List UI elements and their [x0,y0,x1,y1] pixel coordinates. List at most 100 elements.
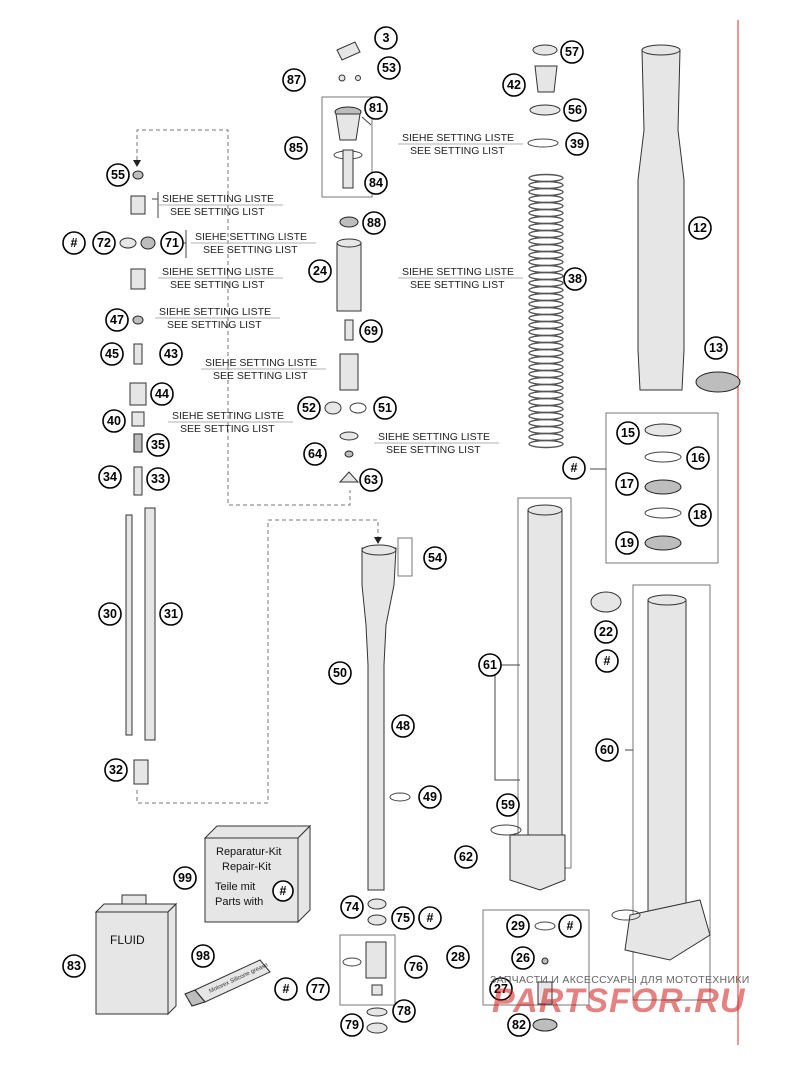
callout-3: 3 [374,26,398,50]
svg-text:75: 75 [396,911,410,925]
svg-text:77: 77 [311,982,325,996]
bushings-frame [605,412,719,564]
repair-kit-line3: Teile mit [215,881,255,893]
callout-29: 29 [506,914,530,938]
spring-coil [528,313,564,323]
spring-coil [528,194,564,204]
svg-text:51: 51 [378,401,392,415]
svg-text:82: 82 [512,1018,526,1032]
spring-coil [528,208,564,218]
part-85-valve [335,113,361,141]
cartridge-frame [321,96,373,198]
callout-19: 19 [615,531,639,555]
spring-coil [528,236,564,246]
svg-text:85: 85 [289,141,303,155]
callout-35: 35 [146,433,170,457]
spring-coil [528,418,564,428]
svg-text:42: 42 [507,78,521,92]
callout-44: 44 [150,382,174,406]
svg-text:99: 99 [178,871,192,885]
repair-kit-line2: Repair-Kit [222,861,271,873]
callout-53: 53 [377,56,401,80]
callout-57: 57 [560,40,584,64]
svg-text:29: 29 [511,919,525,933]
spring-coil [528,376,564,386]
setting-note-en: SEE SETTING LIST [167,319,262,331]
assembly-guide-lower [136,519,379,804]
callout-55: 55 [106,163,130,187]
svg-text:18: 18 [693,508,707,522]
svg-text:45: 45 [105,347,119,361]
svg-text:71: 71 [165,236,179,250]
spring-coil [528,229,564,239]
part-30-rod [125,514,133,736]
spring-coil [528,222,564,232]
svg-text:33: 33 [151,472,165,486]
svg-text:#: # [283,982,290,996]
spring-coil [528,271,564,281]
svg-text:3: 3 [383,31,390,45]
callout-33: 33 [146,467,170,491]
spring-coil [528,348,564,358]
svg-text:50: 50 [333,666,347,680]
svg-text:72: 72 [97,236,111,250]
callout-16: 16 [686,446,710,470]
callout-hash: # [62,231,86,255]
callout-40: 40 [102,409,126,433]
spring-coil [528,383,564,393]
svg-text:#: # [280,884,287,898]
callout-85: 85 [284,136,308,160]
part-24-cylinder [336,242,362,312]
repair-kit-line1: Reparatur-Kit [216,846,281,858]
svg-text:76: 76 [409,960,423,974]
svg-text:47: 47 [110,313,124,327]
callout-hash: # [274,977,298,1001]
callout-77: 77 [306,977,330,1001]
spring-coil [528,334,564,344]
setting-note-en: SEE SETTING LIST [170,279,265,291]
repair-kit-line4: Parts with [215,896,263,908]
svg-text:48: 48 [396,719,410,733]
callout-31: 31 [159,602,183,626]
svg-text:43: 43 [164,347,178,361]
svg-text:74: 74 [345,900,359,914]
callout-43: 43 [159,342,183,366]
setting-note-de: SIEHE SETTING LISTE [378,431,490,443]
spring-coil [528,397,564,407]
setting-note-de: SIEHE SETTING LISTE [162,266,274,278]
setting-note-de: SIEHE SETTING LISTE [402,132,514,144]
fluid-bottle: FLUID [94,894,178,1016]
callout-17: 17 [615,472,639,496]
svg-text:#: # [567,919,574,933]
svg-text:52: 52 [302,401,316,415]
part-61-fork-leg [527,509,563,841]
svg-text:88: 88 [367,216,381,230]
svg-text:44: 44 [155,387,169,401]
svg-text:#: # [604,654,611,668]
spring-coil [528,306,564,316]
assembly-guide-left [136,129,351,506]
svg-text:55: 55 [111,168,125,182]
callout-87: 87 [282,68,306,92]
spring-coil [528,341,564,351]
callout-24: 24 [308,259,332,283]
callout-62: 62 [454,845,478,869]
callout-59: 59 [496,793,520,817]
setting-note-en: SEE SETTING LIST [203,244,298,256]
svg-text:56: 56 [568,103,582,117]
callout-32: 32 [104,758,128,782]
tube-label: Motorex Silicone grease [208,962,269,995]
svg-text:84: 84 [369,176,383,190]
callout-99: 99 [173,866,197,890]
callout-82: 82 [507,1013,531,1037]
svg-text:#: # [427,911,434,925]
callout-38: 38 [563,267,587,291]
svg-text:64: 64 [308,447,322,461]
callout-34: 34 [98,465,122,489]
part-12-outer-tube [637,49,685,391]
svg-text:31: 31 [164,607,178,621]
spring-coil [528,362,564,372]
